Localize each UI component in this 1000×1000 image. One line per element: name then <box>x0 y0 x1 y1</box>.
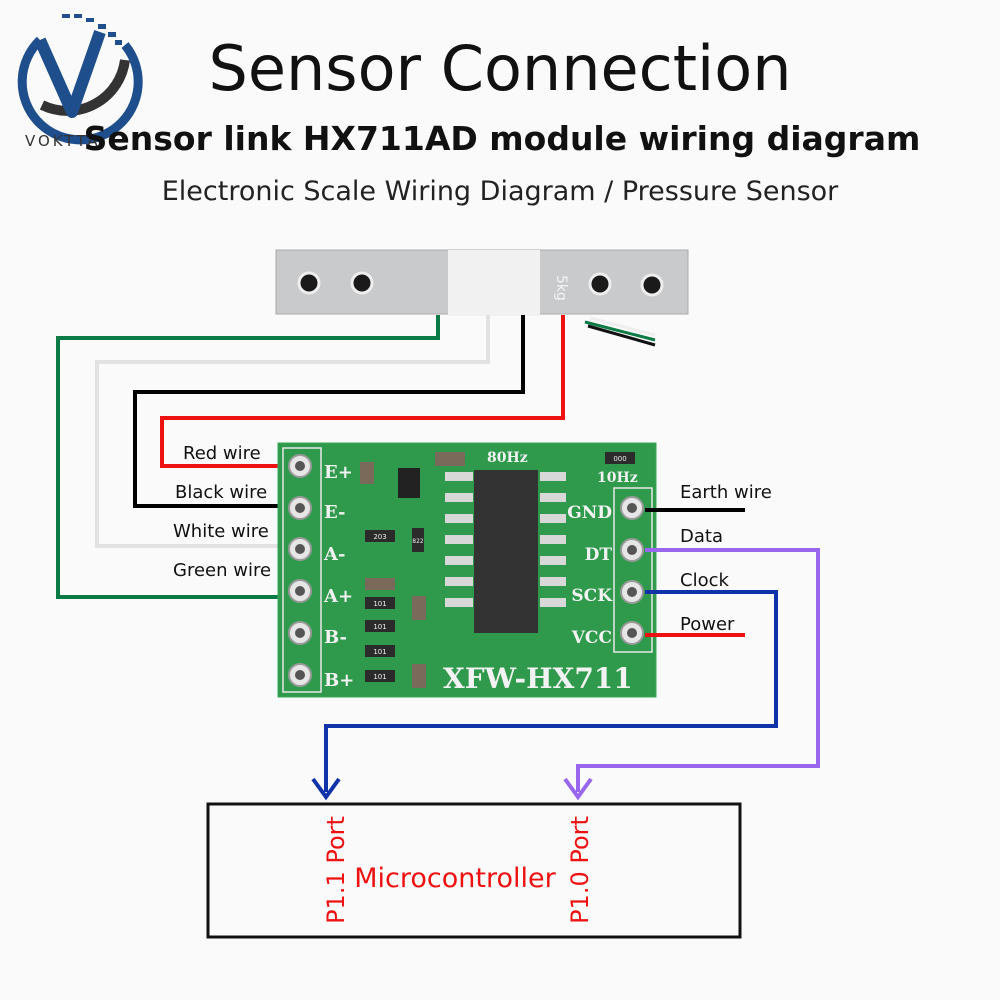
module-name: XFW-HX711 <box>443 662 633 695</box>
red-wire-label: Red wire <box>183 443 261 464</box>
resistor-code: 101 <box>373 600 386 608</box>
microcontroller-label: Microcontroller <box>354 863 556 894</box>
microcontroller-box <box>206 802 742 939</box>
logo-text: VOKTTA <box>25 132 101 150</box>
rate-label-10hz: 10Hz <box>597 470 638 486</box>
earth-wire-label: Earth wire <box>680 482 772 503</box>
pin-label-gnd: GND <box>567 503 612 523</box>
clock-wire-label: Clock <box>680 570 729 591</box>
black-wire-label: Black wire <box>175 482 267 503</box>
capacity-label: 5kg <box>553 275 569 301</box>
pin-label-e-minus: E- <box>324 502 346 523</box>
pin-label-dt: DT <box>585 545 613 565</box>
resistor-code: 101 <box>373 648 386 656</box>
page-title: Sensor Connection <box>208 32 791 105</box>
resistor-code: 000 <box>613 455 626 463</box>
pin-label-b-plus: B+ <box>324 670 354 691</box>
green-wire <box>56 315 440 599</box>
hx711-module: 203 822 101 101 101 101 000 E+ E- A- A+ … <box>277 442 657 698</box>
white-wire <box>95 315 490 548</box>
hx711-chip <box>474 470 538 633</box>
voktta-logo: VOKTTA <box>17 14 143 150</box>
power-wire-label: Power <box>680 614 735 635</box>
resistor-code: 101 <box>373 623 386 631</box>
green-wire-label: Green wire <box>173 560 271 581</box>
port-p1-1-label: P1.1 Port <box>322 816 350 924</box>
load-cell: 5kg <box>275 249 689 347</box>
rate-label-80hz: 80Hz <box>487 450 528 466</box>
clock-arrow-icon <box>311 777 341 801</box>
pin-label-e-plus: E+ <box>324 462 353 483</box>
port-p1-0-label: P1.0 Port <box>566 816 594 924</box>
white-wire-label: White wire <box>173 521 269 542</box>
caption: Electronic Scale Wiring Diagram / Pressu… <box>162 176 839 207</box>
pin-label-a-minus: A- <box>323 544 345 565</box>
data-wire <box>576 548 820 792</box>
pin-label-vcc: VCC <box>571 628 612 648</box>
red-wire <box>160 315 565 468</box>
pin-label-a-plus: A+ <box>323 586 353 607</box>
resistor-code: 101 <box>373 673 386 681</box>
resistor-code: 822 <box>412 538 424 545</box>
resistor-code: 203 <box>373 533 386 541</box>
black-wire <box>133 315 525 508</box>
data-arrow-icon <box>563 777 593 801</box>
subtitle: Sensor link HX711AD module wiring diagra… <box>84 119 921 158</box>
data-wire-label: Data <box>680 526 723 547</box>
clock-wire <box>324 590 778 792</box>
pin-label-sck: SCK <box>571 586 613 606</box>
pin-label-b-minus: B- <box>324 627 347 648</box>
